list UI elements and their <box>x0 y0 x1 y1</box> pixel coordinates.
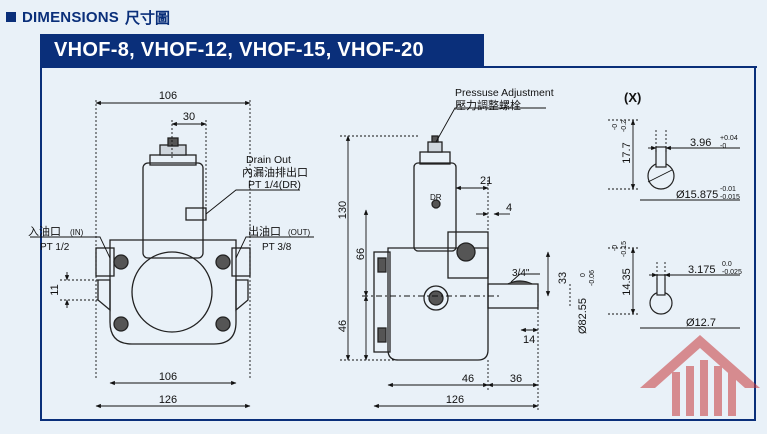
shaft-key <box>507 280 533 285</box>
dia-tol-bot: -0.06 <box>589 270 596 286</box>
in-cn: 入油口 <box>28 224 61 238</box>
side-knob-tip <box>431 135 439 143</box>
dim-130: 130 <box>337 201 349 219</box>
out-pt: PT 3/8 <box>262 242 292 253</box>
dim-36: 36 <box>510 373 522 385</box>
out-port-boss <box>231 247 251 277</box>
dim-14: 14 <box>523 334 535 346</box>
out-en: (OUT) <box>288 228 311 237</box>
in-port-boss <box>95 247 115 277</box>
dim-46-bottom: 46 <box>462 373 474 385</box>
outlet-port <box>456 242 476 262</box>
inlet-port <box>428 290 444 306</box>
dim-21: 21 <box>480 175 492 187</box>
dim-126-side: 126 <box>446 394 464 406</box>
dim-12-7: Ø12.7 <box>686 317 716 329</box>
header-title: DIMENSIONS <box>22 8 120 26</box>
side-view <box>373 135 539 361</box>
dim-top-106: 106 <box>159 90 177 102</box>
bolt-hole-tr <box>215 254 231 270</box>
dim-17-7: 17.7 <box>621 142 633 163</box>
front-body <box>109 239 237 345</box>
detail-dims <box>608 119 740 329</box>
dim-14-35-tol-top: -0 <box>612 245 619 251</box>
dim-3-96: 3.96 <box>690 137 711 149</box>
dim-3-175-tol-top: 0.0 <box>722 261 732 268</box>
dr-label: DR <box>430 193 442 202</box>
front-view <box>95 137 251 345</box>
adjust-label: Pressuse Adjustment <box>455 87 554 99</box>
dim-14-35-tol-bot: -0.15 <box>621 241 628 257</box>
out-leader <box>235 236 314 259</box>
dim-3-96-tol-top: +0.04 <box>720 135 738 142</box>
outlet-block <box>447 231 489 279</box>
section-header: DIMENSIONS 尺寸圖 <box>6 6 170 28</box>
side-dims <box>340 107 571 412</box>
dim-46-left: 46 <box>337 320 349 332</box>
center-bore <box>131 251 213 333</box>
model-list: VHOF-8, VHOF-12, VHOF-15, VHOF-20 <box>54 39 424 61</box>
front-dims <box>30 100 314 409</box>
bolt-hole-tl <box>113 254 129 270</box>
flange-bolt-top <box>377 257 387 273</box>
dim-3-175: 3.175 <box>688 264 716 276</box>
side-tower <box>413 162 457 252</box>
drain-cn: 內漏油排出口 <box>242 165 308 179</box>
flange-bolt-bottom <box>377 327 387 343</box>
front-knob-tip <box>167 137 179 147</box>
dim-14-35: 14.35 <box>621 268 633 296</box>
banner-rule <box>40 66 757 68</box>
adjust-cn: 壓力調整螺栓 <box>455 98 521 112</box>
dim-3-96-tol-bot: -0 <box>720 143 726 150</box>
dim-3-175-tol-bot: -0.025 <box>722 269 742 276</box>
dia-tol-top: 0 <box>580 273 587 277</box>
detail-view <box>647 146 675 315</box>
drain-label: Drain Out <box>246 154 291 166</box>
drawing-frame <box>40 66 756 421</box>
bolt-hole-br <box>215 316 231 332</box>
dim-66: 66 <box>355 248 367 260</box>
detail-key-bottom <box>656 274 666 296</box>
dr-port-icon <box>431 199 441 209</box>
header-title-cn: 尺寸圖 <box>125 9 171 27</box>
left-foot <box>97 279 111 312</box>
side-body <box>387 247 489 361</box>
key-leader <box>510 273 540 283</box>
right-foot <box>235 279 249 312</box>
drain-leader <box>205 189 300 215</box>
side-flange <box>373 251 391 353</box>
in-leader <box>30 236 111 259</box>
dim-33: 33 <box>557 272 569 284</box>
dim-30: 30 <box>183 111 195 123</box>
side-cap <box>419 151 451 165</box>
dim-bottom-106: 106 <box>159 371 177 383</box>
side-knob <box>427 141 443 153</box>
in-pt: PT 1/2 <box>40 242 70 253</box>
detail-key-top <box>655 146 667 168</box>
dim-17-7-tol-bot: -0.2 <box>621 120 628 132</box>
adjust-leader <box>435 107 546 143</box>
drain-pt: PT 1/4(DR) <box>248 179 301 191</box>
dim-34in: 3/4" <box>512 268 530 279</box>
header-square-icon <box>6 12 16 22</box>
inlet-port-ring <box>423 285 449 311</box>
dia-shaft: Ø82.55 <box>577 298 589 334</box>
front-tower <box>142 162 204 259</box>
dim-15-875: Ø15.875 <box>676 189 718 201</box>
watermark-logo <box>640 335 760 416</box>
dim-4: 4 <box>506 202 512 214</box>
detail-label: (X) <box>624 90 641 105</box>
in-en: (IN) <box>70 228 84 237</box>
dim-17-7-tol-top: -0 <box>612 124 619 130</box>
dim-bottom-126: 126 <box>159 394 177 406</box>
shaft <box>487 283 539 309</box>
model-banner: VHOF-8, VHOF-12, VHOF-15, VHOF-20 <box>40 34 484 66</box>
dim-11: 11 <box>49 284 61 295</box>
dim-15-875-tol-bot: -0.015 <box>720 194 740 201</box>
dim-15-875-tol-top: -0.01 <box>720 186 736 193</box>
out-cn: 出油口 <box>248 224 281 238</box>
bolt-hole-bl <box>113 316 129 332</box>
